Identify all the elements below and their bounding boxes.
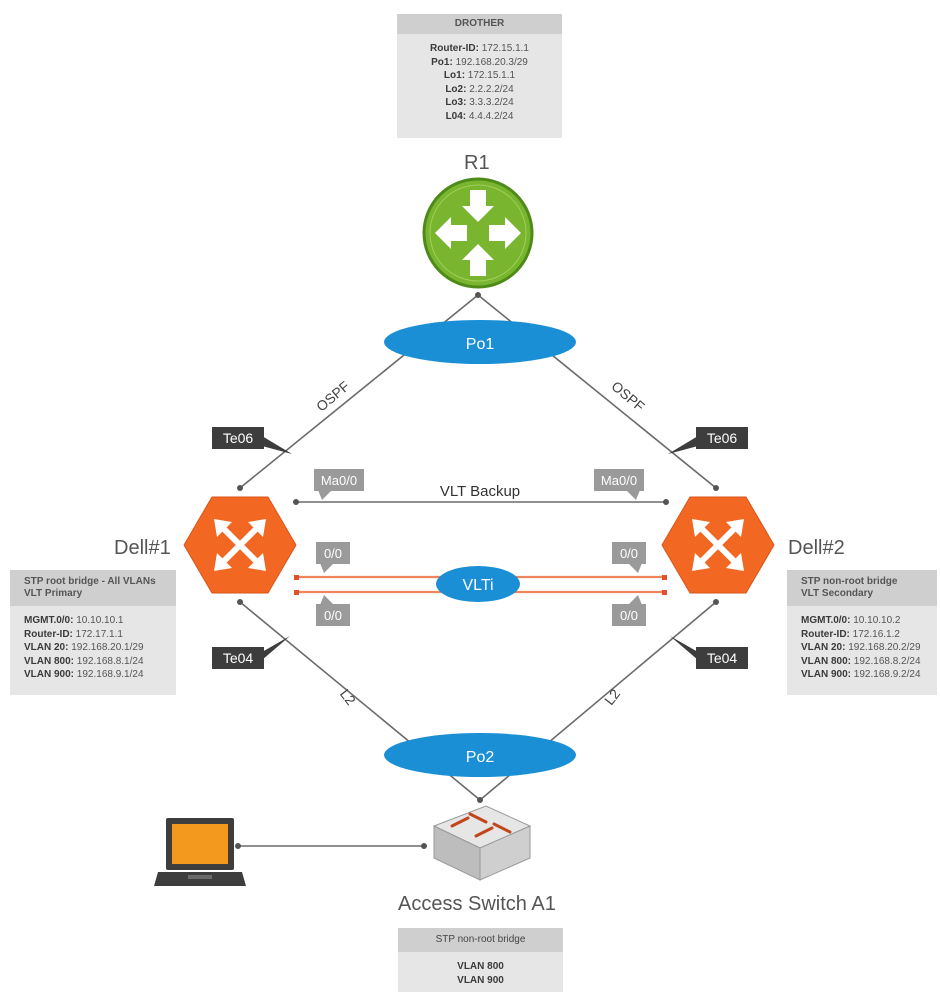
- endpoint-dot: [237, 485, 243, 491]
- info-row: Lo2: 2.2.2.2/24: [445, 83, 514, 95]
- info-row: Lo3: 3.3.3.2/24: [445, 97, 514, 109]
- switch-box-body: VLAN 800 VLAN 900: [398, 952, 563, 993]
- endpoint-dot: [662, 575, 667, 580]
- callout-00-right-bottom: 0/0: [612, 595, 646, 626]
- endpoint-dot: [475, 292, 481, 298]
- endpoint-dot: [713, 485, 719, 491]
- dell1-label: Dell#1: [114, 537, 171, 559]
- info-row: L04: 4.4.4.2/24: [445, 110, 514, 122]
- info-row: VLAN 20: 192.168.20.2/29: [801, 642, 921, 654]
- dell2-box-body: MGMT.0/0: 10.10.10.2 Router-ID: 172.16.1…: [787, 606, 937, 688]
- po1-ellipse: [384, 320, 576, 364]
- dell2-label: Dell#2: [788, 537, 845, 559]
- svg-text:Te06: Te06: [707, 430, 738, 446]
- r1-label: R1: [464, 152, 490, 174]
- switch-box-title: STP non-root bridge: [398, 928, 563, 952]
- svg-text:Te04: Te04: [707, 650, 738, 666]
- dell1-switch-icon: [183, 496, 297, 594]
- info-row: Router-ID: 172.17.1.1: [24, 628, 123, 640]
- r1-box-body: Router-ID: 172.15.1.1 Po1: 192.168.20.3/…: [397, 34, 562, 130]
- svg-text:Ma0/0: Ma0/0: [601, 473, 637, 488]
- r1-info-box: DROTHER Router-ID: 172.15.1.1 Po1: 192.1…: [397, 14, 562, 138]
- info-row: Lo1: 172.15.1.1: [443, 70, 516, 82]
- endpoint-dot: [294, 575, 299, 580]
- endpoint-dot: [477, 797, 483, 803]
- access-switch-label: Access Switch A1: [398, 893, 556, 915]
- info-row: VLAN 800: 192.168.8.2/24: [801, 655, 921, 667]
- endpoint-dot: [662, 590, 667, 595]
- info-row: Router-ID: 172.15.1.1: [430, 43, 529, 54]
- info-row: Po1: 192.168.20.3/29: [431, 56, 528, 68]
- vlt-backup-label: VLT Backup: [440, 483, 520, 500]
- svg-text:0/0: 0/0: [324, 546, 342, 561]
- endpoint-dot: [294, 590, 299, 595]
- info-row: VLAN 900: 192.168.9.1/24: [24, 669, 144, 681]
- svg-text:Te04: Te04: [223, 650, 254, 666]
- callout-ma00-right: Ma0/0: [594, 469, 644, 500]
- callout-00-right-top: 0/0: [612, 542, 646, 573]
- dell2-box-title: STP non-root bridge VLT Secondary: [787, 570, 937, 606]
- svg-text:0/0: 0/0: [620, 546, 638, 561]
- svg-text:Ma0/0: Ma0/0: [321, 473, 357, 488]
- po1-label: Po1: [466, 336, 495, 353]
- endpoint-dot: [713, 599, 719, 605]
- switch-info-box: STP non-root bridge VLAN 800 VLAN 900: [398, 928, 563, 992]
- callout-ma00-left: Ma0/0: [314, 469, 364, 500]
- l2-left-label: L2: [337, 686, 359, 708]
- info-row: VLAN 900: [457, 974, 504, 986]
- dell1-box-body: MGMT.0/0: 10.10.10.1 Router-ID: 172.17.1…: [10, 606, 176, 688]
- ospf-right-label: OSPF: [608, 378, 647, 415]
- svg-text:0/0: 0/0: [620, 608, 638, 623]
- ospf-left-label: OSPF: [313, 378, 352, 415]
- vlti-label: VLTi: [462, 577, 493, 594]
- endpoint-dot: [237, 599, 243, 605]
- po2-ellipse: [384, 733, 576, 777]
- endpoint-dot: [663, 499, 669, 505]
- callout-00-left-bottom: 0/0: [316, 595, 350, 626]
- dell2-switch-icon: [661, 496, 775, 594]
- callout-te06-right: Te06: [668, 427, 748, 454]
- dell2-info-box: STP non-root bridge VLT Secondary MGMT.0…: [787, 570, 937, 695]
- vlti-ellipse: [436, 566, 520, 602]
- dell1-info-box: STP root bridge - All VLANs VLT Primary …: [10, 570, 176, 695]
- po2-label: Po2: [466, 749, 495, 766]
- info-row: VLAN 800: 192.168.8.1/24: [24, 655, 144, 667]
- callout-00-left-top: 0/0: [316, 542, 350, 573]
- info-row: VLAN 20: 192.168.20.1/29: [24, 642, 144, 654]
- l2-right-label: L2: [601, 686, 623, 708]
- endpoint-dot: [293, 499, 299, 505]
- svg-text:Te06: Te06: [223, 430, 254, 446]
- router-r1-icon: [422, 177, 534, 289]
- callout-te04-left: Te04: [212, 636, 290, 669]
- svg-text:0/0: 0/0: [324, 608, 342, 623]
- callout-te06-left: Te06: [212, 427, 292, 454]
- info-row: VLAN 900: 192.168.9.2/24: [801, 669, 921, 681]
- endpoint-dot: [235, 843, 241, 849]
- info-row: MGMT.0/0: 10.10.10.1: [24, 615, 124, 626]
- r1-box-title: DROTHER: [397, 14, 562, 34]
- info-row: VLAN 800: [457, 961, 504, 972]
- endpoint-dot: [421, 843, 427, 849]
- callout-te04-right: Te04: [670, 636, 748, 669]
- laptop-icon: [154, 818, 246, 886]
- info-row: Router-ID: 172.16.1.2: [801, 628, 900, 640]
- info-row: MGMT.0/0: 10.10.10.2: [801, 615, 901, 626]
- dell1-box-title: STP root bridge - All VLANs VLT Primary: [10, 570, 176, 606]
- access-switch-icon: [432, 805, 532, 881]
